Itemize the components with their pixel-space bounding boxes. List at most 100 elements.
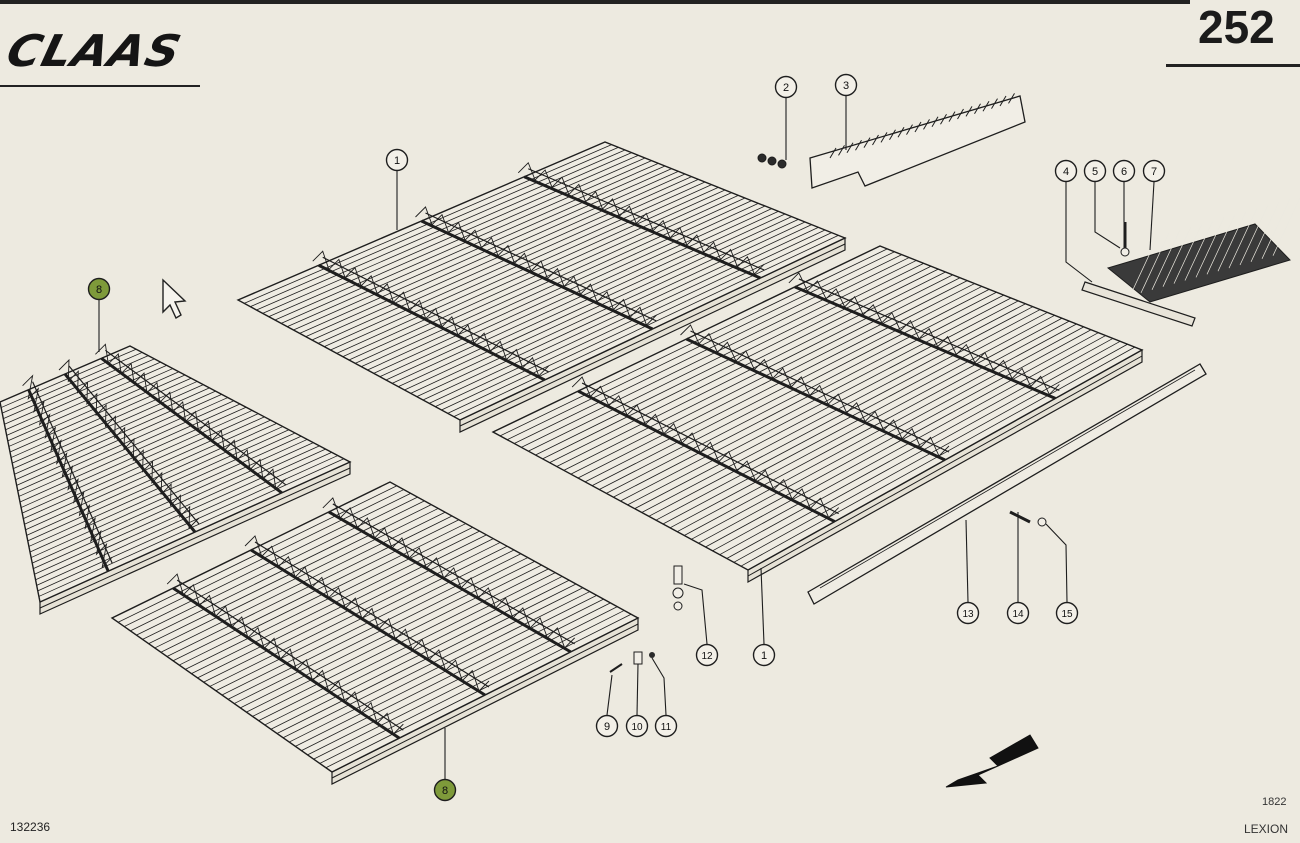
grate-body <box>1106 223 1291 303</box>
grate-bar <box>1151 229 1181 290</box>
panel-rail <box>577 389 836 523</box>
top-border <box>0 0 1190 4</box>
callout-circle <box>433 778 457 802</box>
callout-8: 8 <box>433 778 457 802</box>
washer-part <box>767 156 777 166</box>
grate-bar <box>1173 223 1203 284</box>
sieve-panel-center <box>491 245 1144 584</box>
panel-louvers <box>95 343 287 490</box>
panel-front-strip <box>459 243 846 427</box>
callout-circle <box>752 643 776 667</box>
callout-label: 3 <box>843 80 849 92</box>
grate-bar <box>1162 226 1192 287</box>
comb-tooth <box>982 100 990 112</box>
callout-circle <box>695 643 719 667</box>
callout-label: 2 <box>783 82 789 94</box>
leader-line <box>651 657 667 716</box>
callout-label: 11 <box>661 722 672 733</box>
comb-tooth <box>974 103 981 115</box>
callout-2: 2 <box>774 75 798 99</box>
comb-tooth <box>999 95 1007 107</box>
callout-circle <box>654 714 678 738</box>
callout-circle <box>956 601 980 625</box>
panel-front-strip <box>331 623 639 779</box>
panel-louvers <box>312 250 550 377</box>
panel-rail <box>523 175 761 280</box>
grate-bar <box>1250 201 1280 263</box>
leader-line <box>760 567 765 645</box>
callout-3: 3 <box>834 73 858 97</box>
leader-line <box>1149 181 1155 251</box>
callout-label: 1 <box>394 155 400 167</box>
panel-rail <box>318 263 546 382</box>
panel-louvers <box>788 272 1060 396</box>
comb-tooth <box>846 142 854 154</box>
grate-bar <box>1239 204 1269 266</box>
callout-label: 9 <box>604 721 610 733</box>
callout-circle <box>1055 601 1079 625</box>
clip-part <box>633 651 643 665</box>
panel-louvers <box>571 376 839 519</box>
callout-label: 8 <box>96 284 102 296</box>
washer-part <box>757 153 767 163</box>
callout-circle <box>625 714 649 738</box>
leader-lines <box>98 96 1155 779</box>
bolt-part <box>673 565 683 585</box>
panel-rail-top <box>581 382 839 515</box>
grate-bar <box>1217 211 1247 272</box>
callout-10: 10 <box>625 714 649 738</box>
comb-tooth <box>855 139 862 151</box>
mouse-pointer-icon <box>162 278 187 320</box>
washer-part <box>672 587 684 599</box>
comb-tooth <box>923 119 930 130</box>
side-rail-part <box>807 363 1207 605</box>
panel-rail-top <box>690 330 950 453</box>
callout-circle <box>774 75 798 99</box>
comb-strip-part <box>809 93 1026 189</box>
callout-label: 14 <box>1012 609 1024 620</box>
panel-louvers <box>680 324 950 457</box>
model-name: LEXION <box>1244 822 1289 836</box>
callout-circle <box>1083 159 1107 183</box>
callout-label: 10 <box>631 722 643 733</box>
callout-label: 1 <box>761 650 767 662</box>
callout-circle <box>834 73 858 97</box>
callout-label: 12 <box>701 651 713 662</box>
grate-bar <box>1272 197 1300 256</box>
bolt-part <box>1009 510 1031 524</box>
leader-line <box>1065 182 1093 283</box>
panel-rail <box>685 337 946 462</box>
panel-louvers <box>517 161 765 275</box>
callout-4: 4 <box>1054 159 1078 183</box>
page-number: 252 <box>1198 1 1275 53</box>
callout-6: 6 <box>1112 159 1136 183</box>
leader-line <box>965 519 969 603</box>
comb-tooth <box>957 108 964 120</box>
callout-circle <box>1054 159 1078 183</box>
callout-8: 8 <box>87 277 111 301</box>
grate-bar <box>1228 207 1258 269</box>
grate-bar <box>1140 232 1170 294</box>
comb-tooth <box>1008 93 1015 104</box>
decor <box>162 278 1039 788</box>
callout-circle <box>87 277 111 301</box>
comb-tooth <box>906 124 913 135</box>
callout-9: 9 <box>595 714 619 738</box>
small-parts <box>609 93 1300 673</box>
leader-line <box>636 663 639 716</box>
panel-louvers <box>244 535 490 692</box>
panel-front-strip <box>39 467 351 609</box>
callout-label: 4 <box>1063 166 1069 178</box>
comb-tooth <box>931 116 939 128</box>
comb-tooth <box>863 137 871 148</box>
callout-5: 5 <box>1083 159 1107 183</box>
comb-tooth <box>872 134 879 146</box>
callout-circle <box>385 148 409 172</box>
panel-rail-top <box>425 212 657 322</box>
panel-rail-top <box>176 579 404 731</box>
grate-bar <box>1206 214 1236 275</box>
leader-line <box>1094 182 1121 249</box>
panel-rail <box>250 548 486 697</box>
